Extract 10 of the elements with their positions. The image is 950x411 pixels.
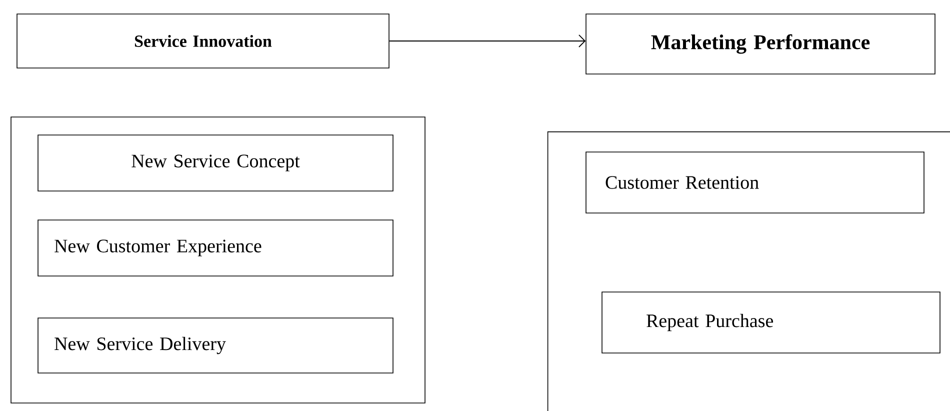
dimension-box: New Service Delivery [38,318,394,374]
arrow [388,34,586,48]
concept-box: Marketing Performance [586,14,936,74]
dimension-box: New Service Concept [38,134,394,192]
concept-box: Service Innovation [16,14,390,68]
dimension-box: New Customer Experience [38,220,394,276]
group-panel [547,131,950,411]
dimension-box: Customer Retention [586,152,924,214]
group-panel [10,116,426,404]
dimension-box: Repeat Purchase [602,292,940,354]
